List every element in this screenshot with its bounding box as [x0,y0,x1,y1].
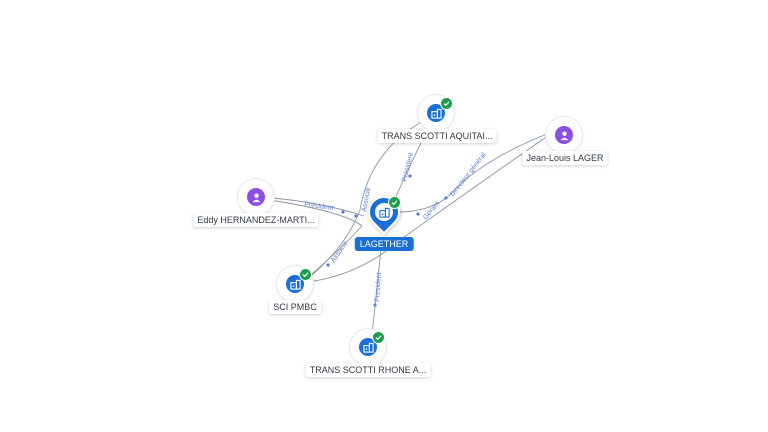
person-icon [560,130,568,140]
edge-dot [373,303,377,307]
person-node-disc [555,126,573,144]
verified-check-icon [299,268,312,281]
edge-label-aquitaine-associe: Associé [361,187,372,212]
verified-check-icon [372,331,385,344]
edge-dot [354,214,358,218]
edge-label-rhone-president: Président [374,272,383,302]
edge-dot [408,174,412,178]
building-icon [362,342,374,353]
edge-eddy-associe [269,199,363,281]
company-node-disc [286,275,304,293]
building-icon [430,108,442,119]
node-label: Jean-Louis LAGER [522,151,608,165]
node-label: Eddy HERNANDEZ-MARTI... [193,213,319,227]
person-icon [252,192,260,202]
node-label: TRANS SCOTTI RHONE A... [305,363,431,377]
edge-dot [444,196,448,200]
node-label: SCI PMBC [269,300,321,314]
edge-label-lager-gerant: Gérant [422,200,441,221]
edge-label-aquitaine-president: Président [401,152,415,182]
edge-dot [416,212,420,216]
person-node-disc [247,188,265,206]
node-label-main: LAGETHER [354,237,414,251]
building-icon [378,207,390,218]
company-node-disc [359,338,377,356]
edge-lager-lagether [397,131,553,213]
node-label: TRANS SCOTTI AQUITAI... [377,129,497,143]
edge-dot [326,263,330,267]
edge-label-eddy-associe: Associé [330,240,350,264]
verified-check-icon [388,196,401,209]
building-badge [375,203,393,221]
edge-lager-sci [307,132,553,283]
building-icon [289,279,301,290]
company-node-disc [427,104,445,122]
edge-eddy-president [271,197,365,217]
verified-check-icon [440,97,453,110]
edge-label-eddy-president: Président [304,201,334,212]
edge-dot [341,210,345,214]
